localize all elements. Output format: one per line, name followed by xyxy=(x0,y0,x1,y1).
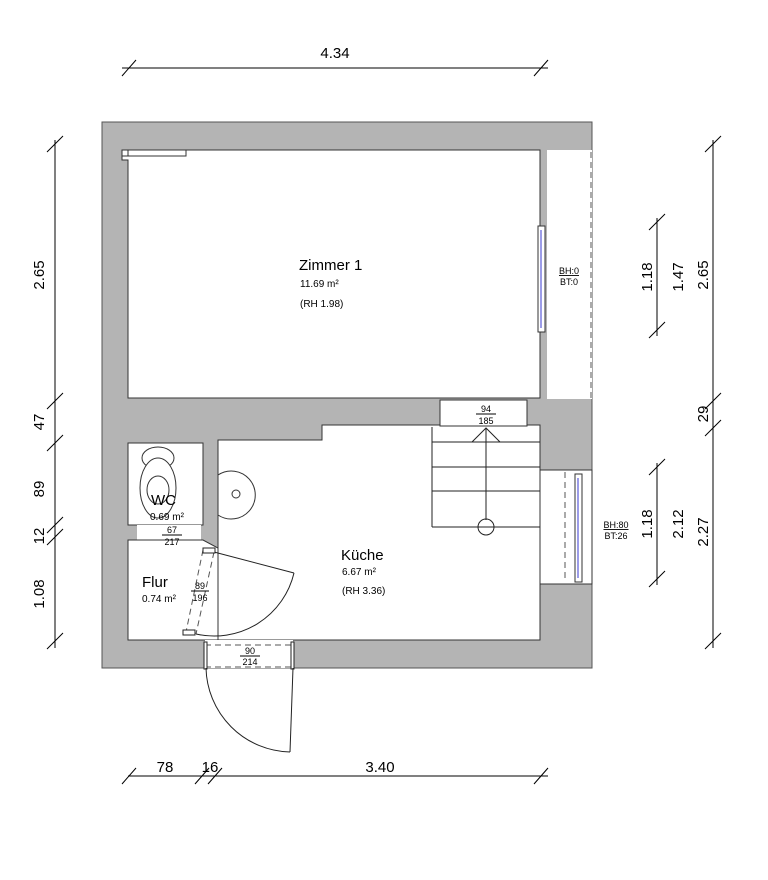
wc-door-height: 217 xyxy=(164,537,179,547)
flur-door[interactable] xyxy=(182,547,295,637)
zimmer-name: Zimmer 1 xyxy=(299,257,362,274)
toilet-icon xyxy=(139,446,177,519)
dim-left-2: 89 xyxy=(31,481,48,498)
flur-floor xyxy=(127,539,219,641)
kueche-height: (RH 3.36) xyxy=(342,586,385,597)
dim-right-outer-1: 29 xyxy=(695,406,712,423)
entry-door[interactable] xyxy=(203,641,295,753)
dim-bottom-0: 78 xyxy=(157,759,174,776)
dim-right-mid-0: 1.47 xyxy=(670,262,687,291)
dim-right-outer-0: 2.65 xyxy=(695,260,712,289)
entry-door-width: 90 xyxy=(245,646,255,656)
window-top-bt: BT:0 xyxy=(560,277,578,287)
loggia-area xyxy=(547,150,592,399)
sink-icon xyxy=(217,470,256,520)
kitchen-window-niche xyxy=(539,469,593,585)
flur-area: 0.74 m² xyxy=(142,594,177,605)
wc-area: 0.69 m² xyxy=(150,512,185,523)
zimmer-floor xyxy=(121,149,541,399)
window-bottom-bh: BH:80 xyxy=(603,520,628,530)
dim-right-inner-1: 1.18 xyxy=(639,509,656,538)
stair-opening xyxy=(439,399,528,427)
dim-top: 4.34 xyxy=(320,45,349,62)
dim-right-mid-1: 2.12 xyxy=(670,509,687,538)
dim-left-0: 2.65 xyxy=(31,260,48,289)
wc-door-opening xyxy=(137,525,201,540)
dim-left-1: 47 xyxy=(31,414,48,431)
stair-opening-width: 94 xyxy=(481,404,491,414)
kueche-area: 6.67 m² xyxy=(342,567,377,578)
kueche-name: Küche xyxy=(341,547,384,564)
dimension-lines xyxy=(46,59,722,785)
room-interiors xyxy=(121,149,593,668)
dim-bottom-2: 3.40 xyxy=(365,759,394,776)
zimmer-height: (RH 1.98) xyxy=(300,299,343,310)
flur-door-width: 89 xyxy=(195,581,205,591)
dim-right-inner-0: 1.18 xyxy=(639,262,656,291)
zimmer-area: 11.69 m² xyxy=(300,279,339,290)
dim-bottom-1: 16 xyxy=(202,759,219,776)
window-bottom xyxy=(574,473,583,583)
dim-right-outer-2: 2.27 xyxy=(695,517,712,546)
window-bottom-bt: BT:26 xyxy=(604,531,627,541)
flur-door-height: 196 xyxy=(192,593,207,603)
dim-left-4: 1.08 xyxy=(31,579,48,608)
flur-name: Flur xyxy=(142,574,168,591)
window-top-bh: BH:0 xyxy=(559,266,579,276)
wc-name: WC xyxy=(151,492,176,509)
wc-door-width: 67 xyxy=(167,525,177,535)
stair-opening-height: 185 xyxy=(478,416,493,426)
dim-left-3: 12 xyxy=(31,528,48,545)
staircase[interactable] xyxy=(431,427,540,536)
entry-door-height: 214 xyxy=(242,657,257,667)
window-top xyxy=(537,225,546,333)
